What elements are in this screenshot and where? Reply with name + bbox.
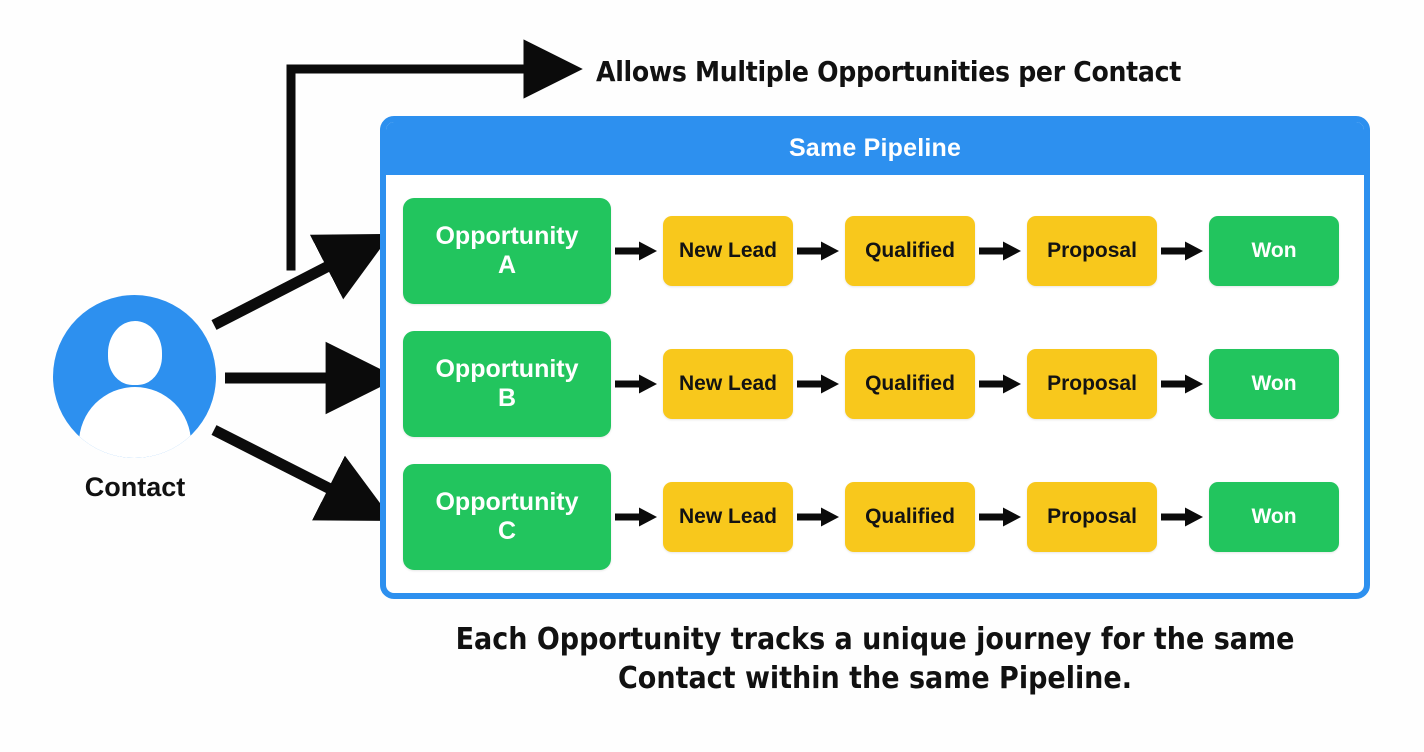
stage-transition-arrow-icon	[975, 239, 1027, 263]
stage-box[interactable]: Qualified	[845, 216, 975, 286]
diagram-caption: Each Opportunity tracks a unique journey…	[380, 620, 1370, 698]
opportunity-name: Opportunity	[435, 221, 579, 250]
stage-transition-arrow-icon	[611, 239, 663, 263]
stage-transition-arrow-icon	[975, 372, 1027, 396]
opportunity-name: Opportunity	[435, 487, 579, 516]
stage-box[interactable]: Proposal	[1027, 349, 1157, 419]
stage-transition-arrow-icon	[611, 372, 663, 396]
pipeline-title: Same Pipeline	[386, 122, 1364, 175]
stage-box[interactable]: Won	[1209, 216, 1339, 286]
stage-transition-arrow-icon	[1157, 372, 1209, 396]
stage-box[interactable]: Won	[1209, 349, 1339, 419]
stage-transition-arrow-icon	[793, 372, 845, 396]
stage-box[interactable]: Qualified	[845, 349, 975, 419]
stage-transition-arrow-icon	[975, 505, 1027, 529]
callout-label: Allows Multiple Opportunities per Contac…	[596, 55, 1181, 88]
stage-transition-arrow-icon	[793, 505, 845, 529]
contact-to-opportunity-a-arrow	[211, 233, 392, 330]
caption-line-1: Each Opportunity tracks a unique journey…	[455, 622, 1295, 657]
opportunity-letter: C	[497, 517, 517, 545]
opportunity-letter: B	[497, 384, 517, 412]
stage-box[interactable]: New Lead	[663, 349, 793, 419]
opportunity-name: Opportunity	[435, 354, 579, 383]
stage-box[interactable]: Proposal	[1027, 482, 1157, 552]
user-avatar-icon	[53, 295, 216, 458]
stage-transition-arrow-icon	[611, 505, 663, 529]
stage-transition-arrow-icon	[793, 239, 845, 263]
stage-box[interactable]: New Lead	[663, 482, 793, 552]
stage-box[interactable]: Qualified	[845, 482, 975, 552]
caption-line-2: Contact within the same Pipeline.	[618, 661, 1132, 696]
stage-transition-arrow-icon	[1157, 239, 1209, 263]
contact-label: Contact	[84, 472, 186, 502]
stage-transition-arrow-icon	[1157, 505, 1209, 529]
opportunity-letter: A	[497, 251, 517, 279]
stage-box[interactable]: Won	[1209, 482, 1339, 552]
stage-box[interactable]: New Lead	[663, 216, 793, 286]
stage-box[interactable]: Proposal	[1027, 216, 1157, 286]
contact-avatar[interactable]	[53, 295, 216, 458]
avatar-body-shape	[78, 387, 191, 458]
avatar-head-shape	[107, 321, 162, 385]
